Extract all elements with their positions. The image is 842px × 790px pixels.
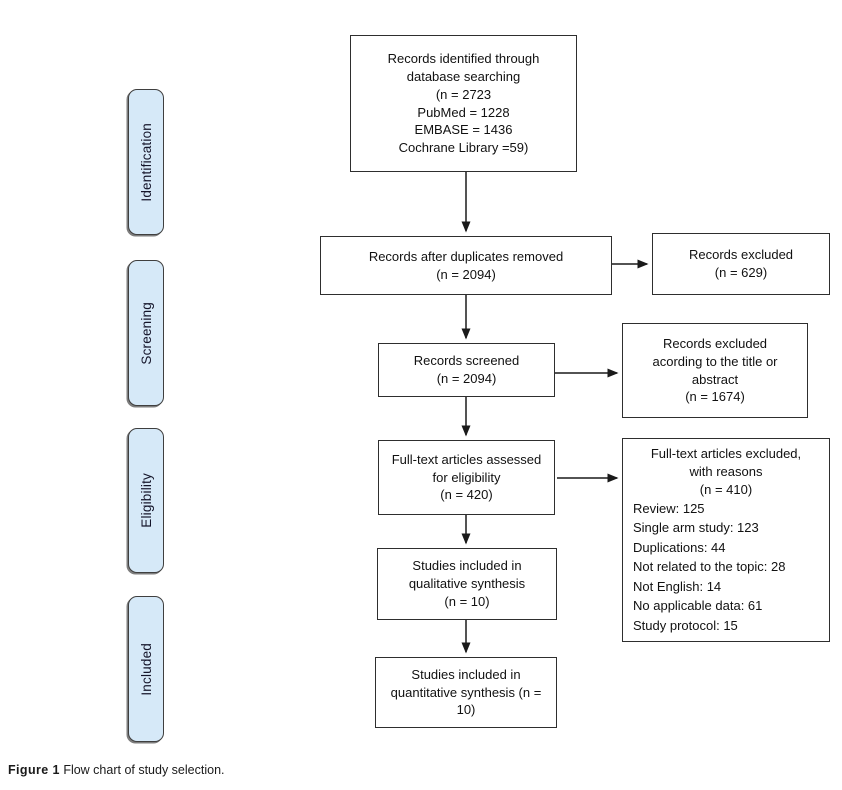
exclusion-reason: No applicable data: 61 [633,598,763,614]
box-quantitative-synthesis-text: Studies included in quantitative synthes… [390,666,542,718]
box-qualitative-synthesis-text: Studies included in qualitative synthesi… [408,558,526,609]
stage-pill-included: Included [128,596,164,742]
box-records-excluded-text: Records excluded (n = 629) [688,247,794,280]
box-records-screened: Records screened (n = 2094) [378,343,555,397]
stage-label-eligibility: Eligibility [138,473,154,528]
stage-label-identification: Identification [138,122,154,202]
box-excluded-title-abstract-text: Records excluded acording to the title o… [652,335,778,405]
box-records-screened-text: Records screened (n = 2094) [413,353,520,386]
exclusion-reason: Not related to the topic: 28 [633,559,786,575]
exclusion-reason: Study protocol: 15 [633,617,738,633]
box-duplicates-removed-text: Records after duplicates removed (n = 20… [368,248,564,282]
figure-caption-text: Flow chart of study selection. [63,763,225,777]
box-excluded-title-abstract: Records excluded acording to the title o… [622,323,808,418]
box-quantitative-synthesis: Studies included in quantitative synthes… [375,657,557,728]
stage-label-screening: Screening [138,301,154,365]
box-records-identified-text: Records identified through database sear… [387,50,540,156]
exclusion-reason: Review: 125 [633,500,705,516]
exclusion-reason: Duplications: 44 [633,539,726,555]
box-records-identified: Records identified through database sear… [350,35,577,172]
stage-pill-screening: Screening [128,260,164,406]
exclusion-reason: Single arm study: 123 [633,520,759,536]
stage-label-included: Included [138,642,154,696]
box-records-excluded: Records excluded (n = 629) [652,233,830,295]
stage-pill-eligibility: Eligibility [128,428,164,573]
exclusion-reason: Not English: 14 [633,578,722,594]
box-duplicates-removed: Records after duplicates removed (n = 20… [320,236,612,295]
box-fulltext-excluded-header: Full-text articles excluded, with reason… [650,446,802,497]
box-fulltext-excluded: Full-text articles excluded, with reason… [622,438,830,642]
figure-caption: Figure 1 Flow chart of study selection. [8,763,225,777]
figure-caption-label: Figure 1 [8,763,60,777]
box-fulltext-assessed: Full-text articles assessed for eligibil… [378,440,555,515]
box-qualitative-synthesis: Studies included in qualitative synthesi… [377,548,557,620]
stage-pill-identification: Identification [128,89,164,235]
box-fulltext-assessed-text: Full-text articles assessed for eligibil… [391,451,542,503]
